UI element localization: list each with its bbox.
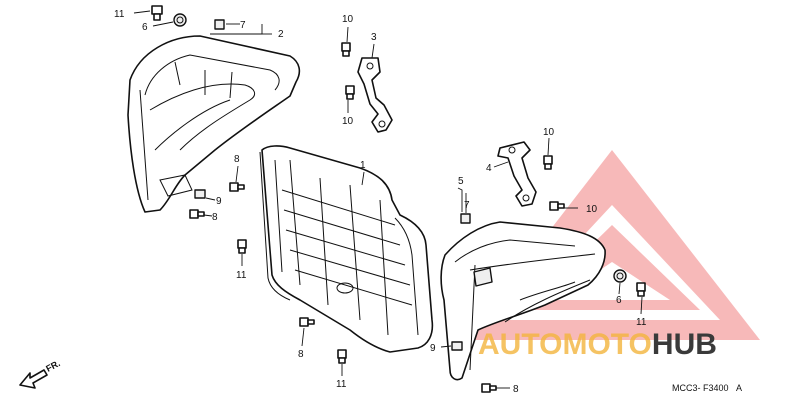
callout-10: 10 — [342, 116, 354, 127]
fastener-clip-7-top — [214, 19, 225, 30]
fastener-bolt-10-right — [543, 155, 553, 170]
fastener-grommet-6-right — [613, 269, 627, 283]
watermark-text: AUTOMOTOHUB — [478, 328, 717, 361]
fastener-bolt-10-right-lower — [549, 201, 565, 211]
fastener-grommet-6-top — [173, 13, 187, 27]
callout-11: 11 — [114, 9, 125, 20]
diagram-code-block: MCC3- F3400 A — [672, 383, 742, 393]
fastener-bolt-11-c — [337, 349, 347, 364]
callout-8: 8 — [234, 154, 240, 165]
part-center-frame — [259, 145, 434, 353]
fastener-bolt-10-upper — [341, 42, 351, 57]
callout-6: 6 — [142, 22, 148, 33]
diagram-code: MCC3- F3400 — [672, 383, 729, 393]
fastener-bolt-11-top — [151, 5, 163, 21]
fastener-clip-7-right — [460, 213, 471, 224]
fastener-bolt-8-c — [299, 317, 315, 327]
watermark-hub: HUB — [652, 328, 717, 361]
watermark-brand: AUTOMOTOHUB — [478, 328, 717, 361]
front-label: FR. — [44, 358, 61, 374]
callout-10: 10 — [543, 127, 555, 138]
callout-1: 1 — [360, 160, 366, 171]
watermark-auto: AUTO — [478, 328, 562, 361]
fastener-clip-9-a — [194, 189, 206, 199]
fastener-bolt-8-b — [189, 209, 205, 219]
callout-labels: 11 6 7 2 10 3 10 1 8 9 8 11 8 11 10 4 5 … — [114, 9, 647, 395]
callout-10: 10 — [586, 204, 598, 215]
fastener-bolt-8-a — [229, 182, 245, 192]
callout-7: 7 — [464, 200, 470, 211]
front-direction-indicator: FR. — [19, 358, 62, 389]
leader-lines — [133, 10, 643, 389]
part-lower-shroud — [440, 221, 606, 381]
callout-8: 8 — [212, 212, 218, 223]
callout-6: 6 — [616, 295, 622, 306]
fastener-clip-9-bottom — [451, 341, 463, 351]
fastener-bolt-8-bottom — [481, 383, 497, 393]
callout-7: 7 — [240, 20, 246, 31]
fastener-bolt-10-mid — [345, 85, 355, 100]
callout-8: 8 — [513, 384, 519, 395]
callout-10: 10 — [342, 14, 354, 25]
part-right-bracket — [497, 141, 537, 207]
fastener-bolt-11-right — [636, 282, 646, 297]
callout-9: 9 — [430, 343, 436, 354]
fastener-bolt-11-b — [237, 239, 247, 254]
part-upper-bracket — [357, 57, 393, 133]
callout-11: 11 — [336, 379, 347, 390]
callout-11: 11 — [236, 270, 247, 281]
callout-2: 2 — [278, 29, 284, 40]
diagram-revision: A — [736, 383, 742, 393]
callout-5: 5 — [458, 176, 464, 187]
callout-8: 8 — [298, 349, 304, 360]
watermark-moto: MOTO — [562, 328, 651, 361]
callout-4: 4 — [486, 163, 492, 174]
callout-9: 9 — [216, 196, 222, 207]
callout-3: 3 — [371, 32, 377, 43]
part-upper-shroud — [127, 35, 301, 213]
callout-11: 11 — [636, 317, 647, 328]
